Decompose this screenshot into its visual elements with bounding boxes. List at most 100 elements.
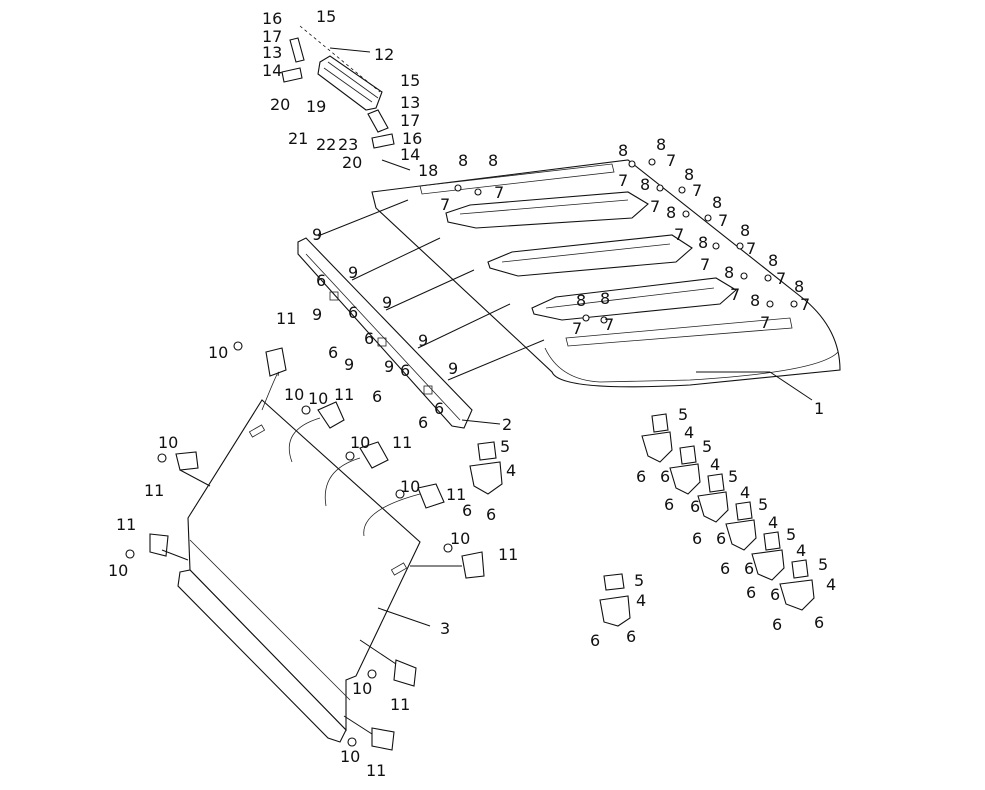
rail-bracket xyxy=(297,237,473,429)
callout-7m: 7 xyxy=(800,295,810,314)
callout-5b: 5 xyxy=(702,437,712,456)
callout-8j: 8 xyxy=(740,221,750,240)
callout-6e: 6 xyxy=(692,529,702,548)
callout-10f: 10 xyxy=(400,477,420,496)
callout-4c: 4 xyxy=(740,483,750,502)
callout-7d: 7 xyxy=(618,171,628,190)
callout-6s: 6 xyxy=(364,329,374,348)
callout-8h: 8 xyxy=(712,193,722,212)
callout-7n: 7 xyxy=(760,313,770,332)
callout-16a: 16 xyxy=(262,9,282,28)
callout-6x: 6 xyxy=(418,413,428,432)
callout-5g: 5 xyxy=(500,437,510,456)
callout-6g: 6 xyxy=(720,559,730,578)
callout-6p: 6 xyxy=(626,627,636,646)
clamps xyxy=(125,341,485,751)
callout-6f: 6 xyxy=(716,529,726,548)
callout-7p: 7 xyxy=(604,315,614,334)
callout-9h: 9 xyxy=(448,359,458,378)
callout-21: 21 xyxy=(288,129,308,148)
callout-4g: 4 xyxy=(506,461,516,480)
callout-4e: 4 xyxy=(796,541,806,560)
callout-6c: 6 xyxy=(664,495,674,514)
leader-lines xyxy=(161,25,813,735)
callout-4d: 4 xyxy=(768,513,778,532)
callout-8f: 8 xyxy=(684,165,694,184)
callout-7b: 7 xyxy=(494,183,504,202)
callout-14a: 14 xyxy=(262,61,282,80)
callout-8k: 8 xyxy=(724,263,734,282)
callout-20b: 20 xyxy=(342,153,362,172)
callout-10b: 10 xyxy=(284,385,304,404)
callout-5d: 5 xyxy=(758,495,768,514)
callout-13a: 13 xyxy=(262,43,282,62)
callout-6t: 6 xyxy=(328,343,338,362)
callout-11h: 11 xyxy=(390,695,410,714)
side-panel xyxy=(177,399,421,743)
callout-8c: 8 xyxy=(618,141,628,160)
callout-5e: 5 xyxy=(786,525,796,544)
callout-9g: 9 xyxy=(384,357,394,376)
callout-7a: 7 xyxy=(440,195,450,214)
callout-9b: 9 xyxy=(348,263,358,282)
callout-6r: 6 xyxy=(348,303,358,322)
callout-6w: 6 xyxy=(434,399,444,418)
callout-17a: 17 xyxy=(262,27,282,46)
light-bar xyxy=(281,37,395,149)
callout-8o: 8 xyxy=(576,291,586,310)
callout-8d: 8 xyxy=(656,135,666,154)
callout-8m: 8 xyxy=(750,291,760,310)
callout-6k: 6 xyxy=(772,615,782,634)
callout-5c: 5 xyxy=(728,467,738,486)
callout-23: 23 xyxy=(338,135,358,154)
callout-8n: 8 xyxy=(794,277,804,296)
callout-1: 1 xyxy=(814,399,824,418)
callout-6a: 6 xyxy=(636,467,646,486)
callout-20a: 20 xyxy=(270,95,290,114)
callout-6h: 6 xyxy=(744,559,754,578)
callout-7e: 7 xyxy=(692,181,702,200)
callout-11i: 11 xyxy=(366,761,386,780)
callout-8e: 8 xyxy=(640,175,650,194)
callout-7h: 7 xyxy=(674,225,684,244)
callout-6i: 6 xyxy=(746,583,756,602)
callout-10c: 10 xyxy=(308,389,328,408)
callout-7g: 7 xyxy=(718,211,728,230)
callout-13b: 13 xyxy=(400,93,420,112)
callout-6q: 6 xyxy=(316,271,326,290)
callout-7o: 7 xyxy=(572,319,582,338)
callout-4a: 4 xyxy=(684,423,694,442)
mount-brackets xyxy=(469,413,815,627)
callout-7j: 7 xyxy=(700,255,710,274)
callout-15b: 15 xyxy=(400,71,420,90)
callout-7i: 7 xyxy=(746,239,756,258)
callout-8a: 8 xyxy=(458,151,468,170)
callout-3: 3 xyxy=(440,619,450,638)
callout-10h: 10 xyxy=(450,529,470,548)
fasteners xyxy=(454,158,798,324)
callout-11d: 11 xyxy=(144,481,164,500)
callout-7k: 7 xyxy=(776,269,786,288)
callout-2: 2 xyxy=(502,415,512,434)
callout-9d: 9 xyxy=(312,305,322,324)
callout-16b: 16 xyxy=(402,129,422,148)
callout-6l: 6 xyxy=(814,613,824,632)
callout-7l: 7 xyxy=(730,285,740,304)
callout-11g: 11 xyxy=(498,545,518,564)
callout-labels: 1 2 3 5 4 5 4 5 4 5 4 5 4 5 4 6 6 6 6 6 … xyxy=(108,7,836,780)
callout-10g: 10 xyxy=(108,561,128,580)
callout-11c: 11 xyxy=(392,433,412,452)
callout-9f: 9 xyxy=(344,355,354,374)
callout-9c: 9 xyxy=(382,293,392,312)
callout-4f: 4 xyxy=(826,575,836,594)
callout-19: 19 xyxy=(306,97,326,116)
callout-9e: 9 xyxy=(418,331,428,350)
callout-5f: 5 xyxy=(818,555,828,574)
callout-4b: 4 xyxy=(710,455,720,474)
callout-12: 12 xyxy=(374,45,394,64)
callout-10a: 10 xyxy=(208,343,228,362)
callout-22: 22 xyxy=(316,135,336,154)
callout-5a: 5 xyxy=(678,405,688,424)
callout-17b: 17 xyxy=(400,111,420,130)
